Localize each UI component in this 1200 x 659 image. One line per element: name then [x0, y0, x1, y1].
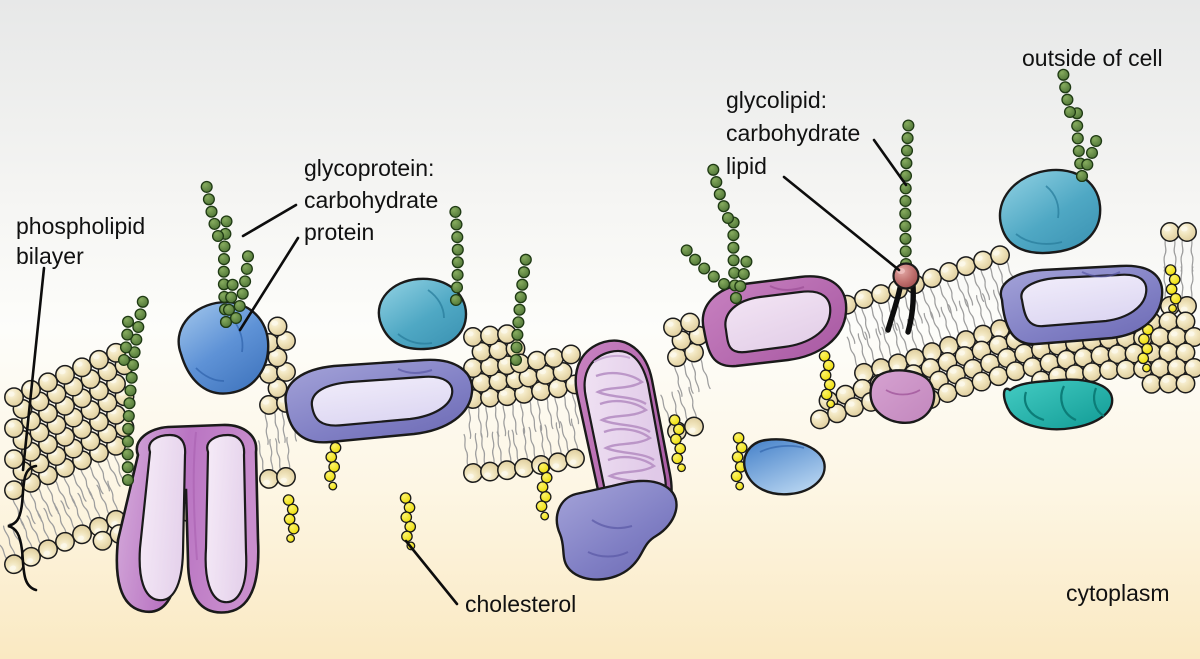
label-glycolipid-line3: lipid	[726, 153, 767, 179]
cholesterol-molecule	[1164, 264, 1182, 313]
label-glycoprotein-line3: protein	[304, 219, 374, 245]
leader-lines	[21, 138, 908, 606]
cholesterol-molecule	[668, 414, 687, 473]
label-phospholipid-bilayer-line1: phospholipid	[16, 213, 145, 239]
label-cholesterol: cholesterol	[465, 591, 576, 617]
leader-cholesterol	[404, 539, 459, 606]
carbohydrate-chain-magenta	[707, 163, 753, 305]
carbohydrate-chain-teal-upper	[449, 205, 464, 307]
label-cytoplasm: cytoplasm	[1066, 580, 1170, 606]
text-labels: outside of cell cytoplasm cholesterol ph…	[16, 45, 1170, 617]
leader-glycolipid-carbohydrate	[872, 138, 908, 187]
cholesterol-molecule	[282, 494, 300, 543]
channel-protein[interactable]	[115, 423, 260, 614]
carbohydrate-chain-left-1	[117, 295, 149, 487]
carbohydrate-chain-left-2	[229, 250, 255, 325]
carbohydrate-chain-centre-2	[680, 244, 731, 291]
integral-protein-cyan[interactable]	[1002, 378, 1114, 431]
leader-glycoprotein-carbohydrate	[241, 203, 298, 238]
label-phospholipid-bilayer-line2: bilayer	[16, 243, 84, 269]
bilayer-bracket	[7, 464, 38, 592]
peripheral-protein-violet-lower[interactable]	[555, 479, 678, 581]
carbohydrate-chains	[117, 68, 1103, 487]
leader-glycolipid-lipid	[782, 175, 901, 272]
cholesterol-molecule	[535, 462, 553, 521]
cholesterol-molecule	[818, 350, 836, 409]
carbohydrate-chain-glycoprotein-left	[200, 180, 239, 329]
cholesterol-molecule	[730, 432, 748, 491]
membrane-proteins	[115, 168, 1164, 614]
glycoprotein-teal-topright[interactable]	[998, 168, 1102, 255]
label-glycolipid-line2: carbohydrate	[726, 120, 860, 146]
carbohydrate-chain-centre-1	[509, 253, 532, 367]
label-glycolipid-line1: glycolipid:	[726, 87, 827, 113]
peripheral-protein-blue-cytoplasm[interactable]	[743, 438, 826, 496]
carbohydrate-chain-topright	[1057, 68, 1103, 183]
glycoprotein-teal-upper[interactable]	[377, 277, 468, 351]
label-outside-of-cell: outside of cell	[1022, 45, 1163, 71]
integral-protein-violet-left[interactable]	[284, 358, 474, 444]
label-glycoprotein-line2: carbohydrate	[304, 187, 438, 213]
label-glycoprotein-line1: glycoprotein:	[304, 155, 434, 181]
leader-phospholipid-bilayer	[21, 266, 46, 472]
integral-protein-violet-right[interactable]	[999, 264, 1164, 346]
alpha-helix-protein[interactable]	[574, 339, 673, 532]
cholesterol-molecule	[399, 492, 417, 551]
peripheral-protein-pink-right[interactable]	[869, 369, 936, 424]
leader-glycoprotein-protein	[238, 236, 300, 332]
